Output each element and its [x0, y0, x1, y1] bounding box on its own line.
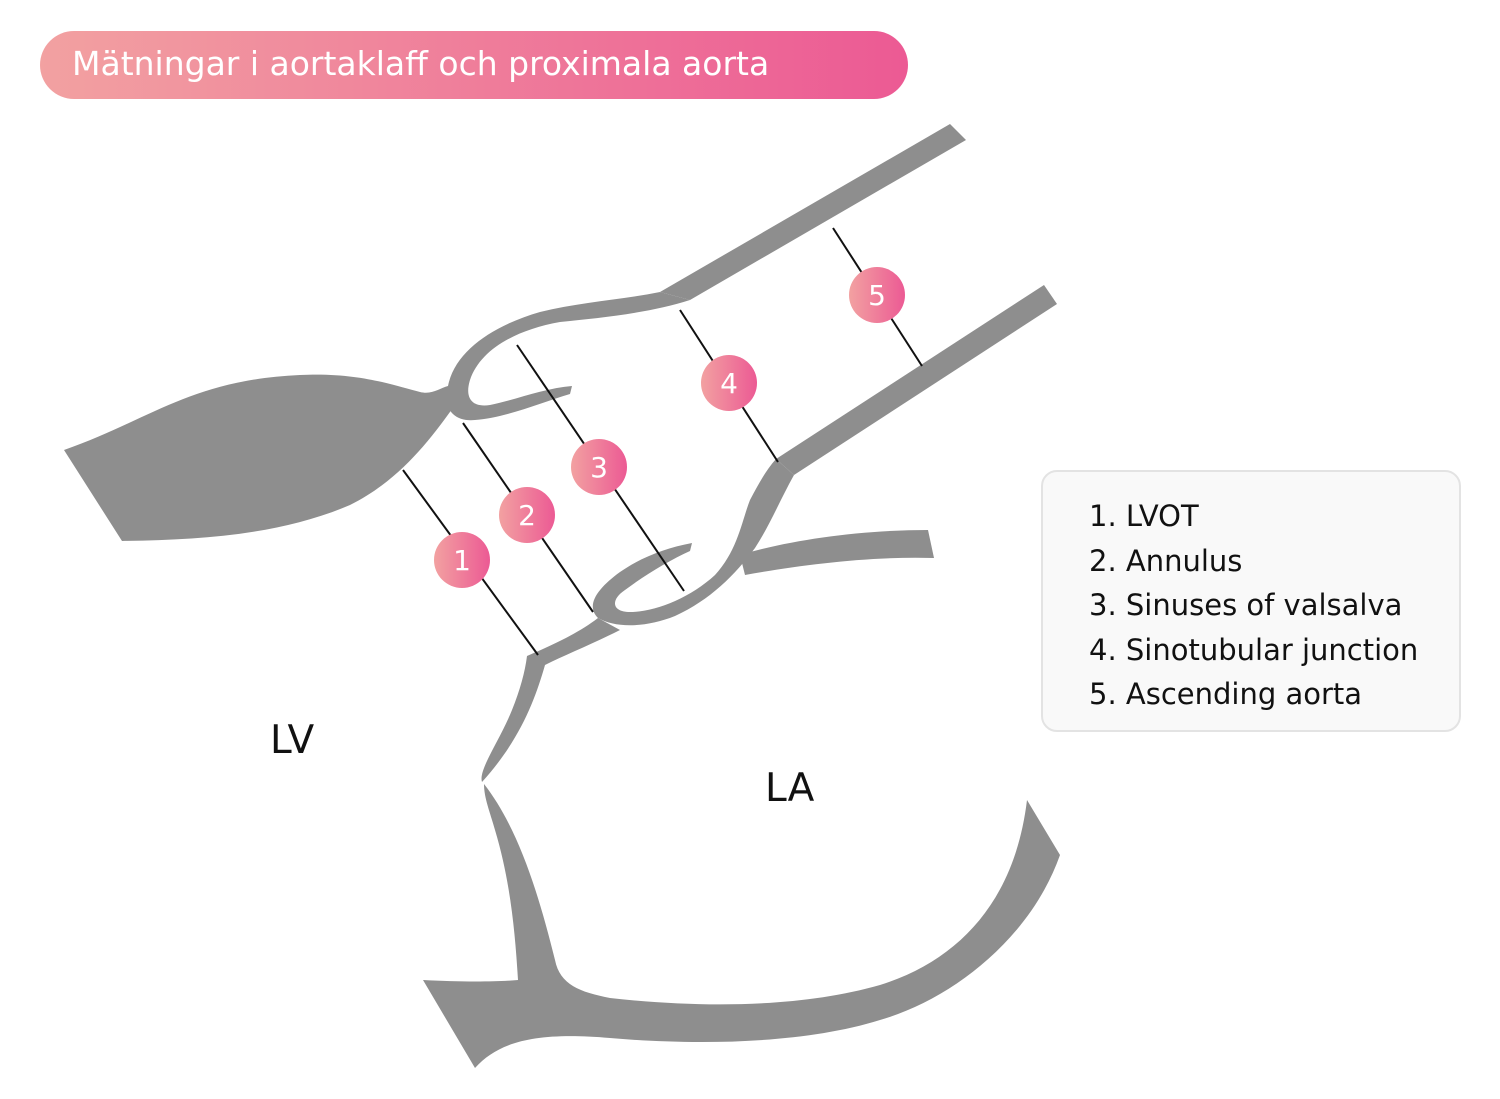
marker-2-label: 2	[518, 499, 536, 532]
marker-4-label: 4	[720, 367, 738, 400]
legend-item-lvot: 1. LVOT	[1089, 499, 1199, 533]
posterior-mitral-wall	[423, 784, 1060, 1068]
legend-item-ascending: 5. Ascending aorta	[1089, 677, 1363, 711]
la-label: LA	[765, 766, 815, 811]
diagram-title: Mätningar i aortaklaff och proximala aor…	[40, 31, 908, 99]
legend-item-annulus: 2. Annulus	[1089, 543, 1243, 578]
marker-1-label: 1	[453, 544, 471, 577]
anatomy-walls	[64, 124, 1060, 1068]
legend-box: 1. LVOT 2. Annulus 3. Sinuses of valsalv…	[1041, 470, 1461, 732]
marker-3-label: 3	[590, 451, 608, 484]
lower-cusp-loop	[592, 459, 794, 626]
marker-2: 2	[499, 487, 555, 543]
posterior-aortic-wall	[776, 285, 1057, 475]
marker-4: 4	[701, 355, 757, 411]
aorto-mitral-continuity	[481, 618, 620, 782]
marker-5-label: 5	[868, 279, 886, 312]
marker-5: 5	[849, 267, 905, 323]
anterior-aortic-wall	[660, 124, 966, 300]
marker-1: 1	[434, 532, 490, 588]
measurement-markers: 1 2 3 4 5	[434, 267, 905, 588]
anterior-mitral-leaflet	[740, 530, 934, 575]
upper-cusp-loop	[446, 292, 690, 421]
marker-3: 3	[571, 439, 627, 495]
lv-label: LV	[270, 718, 315, 763]
legend-item-sinuses: 3. Sinuses of valsalva	[1089, 588, 1403, 622]
septum-wall	[64, 374, 455, 541]
legend-item-stj: 4. Sinotubular junction	[1089, 632, 1419, 667]
